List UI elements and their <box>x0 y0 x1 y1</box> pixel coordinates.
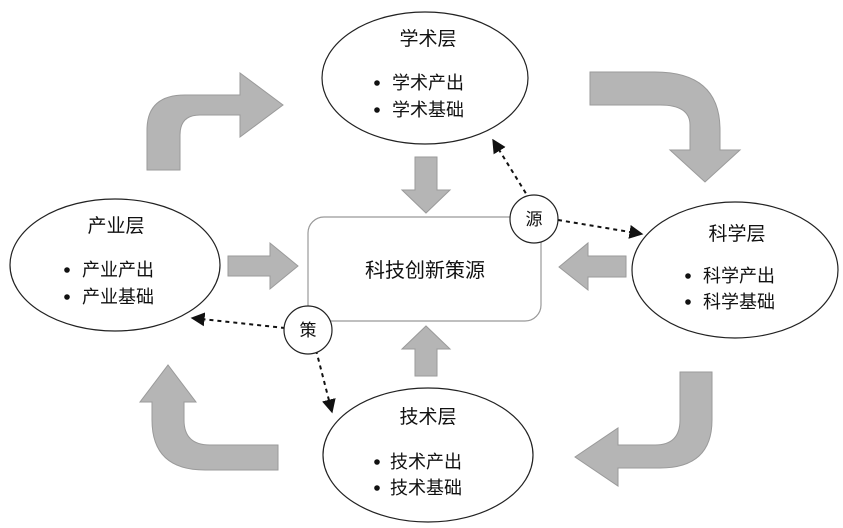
cycle-arrow-technology-to-industry <box>138 364 279 471</box>
academic-bullet-2 <box>374 107 380 113</box>
arrow-technology-to-center <box>400 325 452 377</box>
science-item-1: 科学产出 <box>703 266 775 287</box>
arrow-academic-to-center <box>400 156 452 214</box>
academic-layer-title: 学术层 <box>399 28 456 50</box>
technology-bullet-1 <box>374 459 380 465</box>
industry-layer-ellipse <box>9 198 221 332</box>
marker-yuan-circle <box>509 194 559 244</box>
center-box <box>307 216 542 322</box>
technology-layer-title: 技术层 <box>399 406 456 428</box>
arrow-industry-to-center <box>227 241 299 291</box>
science-layer-ellipse <box>631 201 839 339</box>
technology-item-1: 技术产出 <box>390 452 462 473</box>
industry-bullet-1 <box>64 267 70 273</box>
academic-item-2: 学术基础 <box>392 100 464 121</box>
academic-item-1: 学术产出 <box>392 73 464 94</box>
arrow-science-to-center <box>558 241 627 292</box>
science-bullet-2 <box>685 299 691 305</box>
dotted-arrow-ce-to-industry <box>190 312 286 329</box>
cycle-arrow-science-to-technology <box>574 371 713 487</box>
industry-layer-title: 产业层 <box>87 215 144 237</box>
industry-item-1: 产业产出 <box>82 260 154 281</box>
science-layer-title: 科学层 <box>708 223 765 245</box>
industry-item-2: 产业基础 <box>82 287 154 308</box>
technology-bullet-2 <box>374 485 380 491</box>
dotted-arrow-yuan-to-academic <box>492 138 531 201</box>
dotted-arrow-yuan-to-science <box>557 219 644 239</box>
industry-bullet-2 <box>64 294 70 300</box>
dotted-arrow-ce-to-technology <box>315 349 336 414</box>
academic-bullet-1 <box>374 80 380 86</box>
technology-item-2: 技术基础 <box>390 478 462 499</box>
science-item-2: 科学基础 <box>703 292 775 313</box>
center-label: 科技创新策源 <box>365 258 485 282</box>
marker-ce-circle <box>283 305 333 355</box>
cycle-arrow-academic-to-science <box>589 71 742 183</box>
marker-ce-label: 策 <box>300 321 317 341</box>
cycle-arrow-industry-to-academic <box>146 72 284 171</box>
marker-yuan-label: 源 <box>526 210 543 230</box>
science-bullet-1 <box>685 273 691 279</box>
academic-layer-ellipse <box>321 11 529 145</box>
